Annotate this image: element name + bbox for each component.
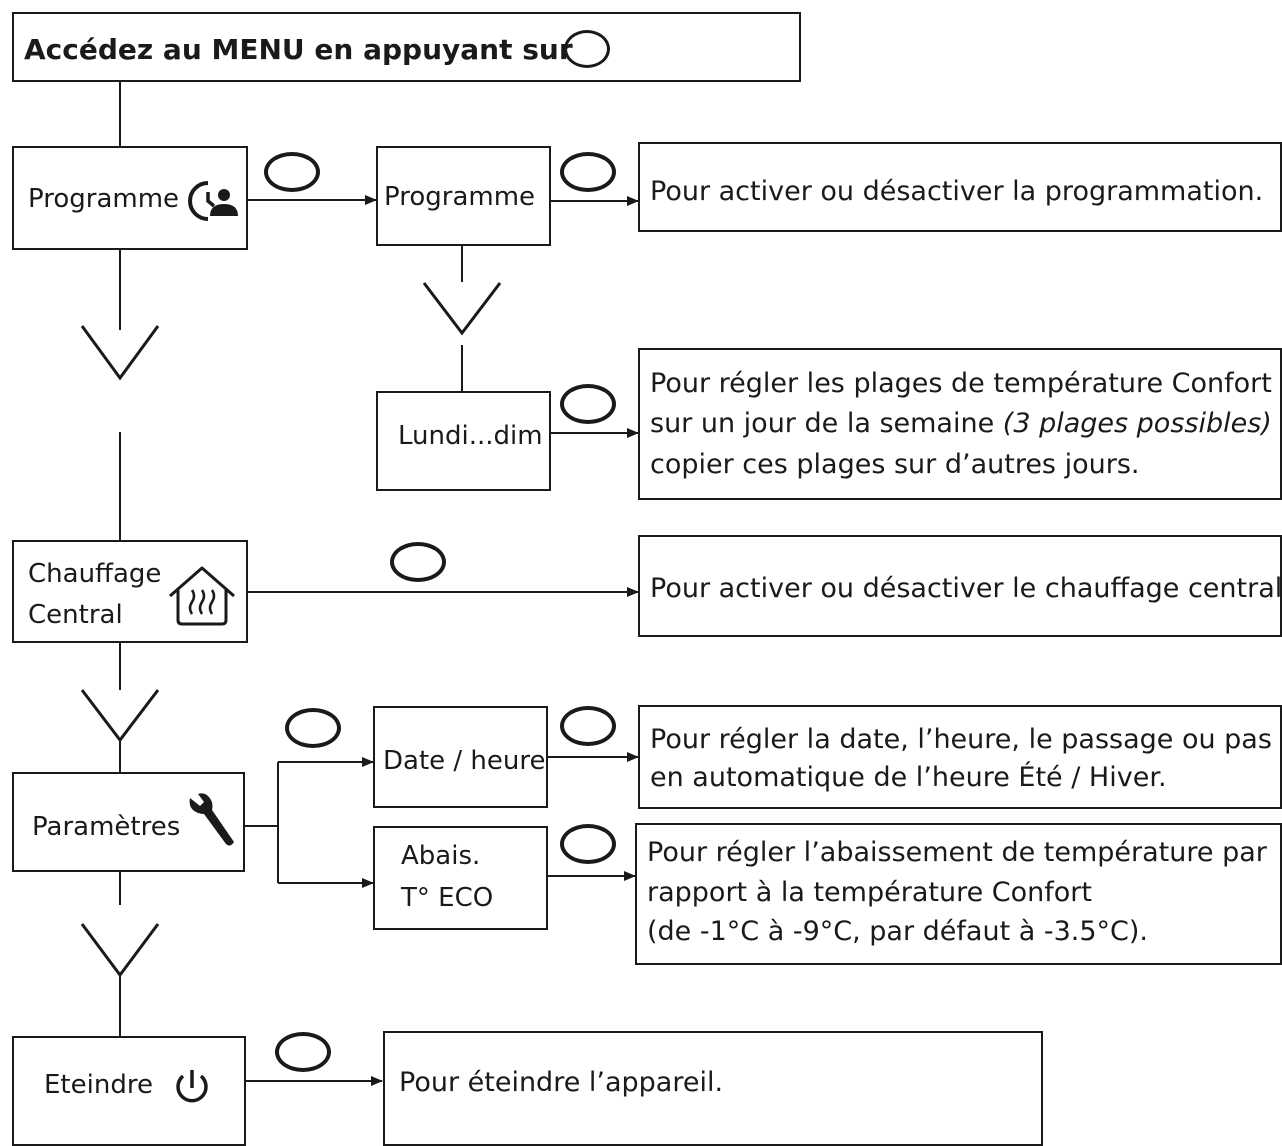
description-text: rapport à la température Confort <box>647 877 1092 908</box>
description-text: Pour activer ou désactiver la programmat… <box>650 176 1264 207</box>
button-oval-icon <box>560 706 616 746</box>
power-icon <box>176 1070 208 1103</box>
submenu-lundi-dim: Lundi...dim <box>376 391 551 491</box>
menu-label-eteindre: Eteindre <box>44 1070 153 1100</box>
button-oval-icon <box>560 384 616 424</box>
description-abais: Pour régler l’abaissement de température… <box>635 823 1282 965</box>
header-text: Accédez au MENU en appuyant sur <box>24 33 573 66</box>
description-lundi: Pour régler les plages de température Co… <box>638 348 1282 500</box>
submenu-label-eco: T° ECO <box>401 883 494 913</box>
description-text: copier ces plages sur d’autres jours. <box>650 449 1140 480</box>
description-eteindre: Pour éteindre l’appareil. <box>383 1031 1043 1146</box>
chevron-down-icon <box>80 923 160 978</box>
menu-label-programme: Programme <box>28 184 180 214</box>
submenu-label-date: Date / heure <box>383 746 546 776</box>
description-text: Pour régler la date, l’heure, le passage… <box>650 724 1272 755</box>
description-programme: Pour activer ou désactiver la programmat… <box>638 142 1282 232</box>
menu-item-parametres: Paramètres <box>12 772 245 872</box>
menu-label-parametres: Paramètres <box>32 812 181 842</box>
button-oval-icon <box>390 542 446 582</box>
button-oval-icon <box>264 152 320 192</box>
chevron-down-icon <box>80 689 160 743</box>
description-chauffage: Pour activer ou désactiver le chauffage … <box>638 535 1282 637</box>
submenu-label-programme: Programme <box>384 182 536 212</box>
submenu-label-lundi: Lundi...dim <box>398 421 543 451</box>
menu-item-programme: Programme <box>12 146 248 250</box>
menu-label-chauffage: Chauffage <box>28 559 162 589</box>
description-date: Pour régler la date, l’heure, le passage… <box>638 705 1282 809</box>
menu-label-central: Central <box>28 600 123 630</box>
button-oval-icon <box>560 824 616 864</box>
chevron-down-icon <box>422 282 502 336</box>
description-text: Pour régler l’abaissement de température… <box>647 837 1267 868</box>
house-heating-icon <box>169 566 235 626</box>
description-text: Pour activer ou désactiver le chauffage … <box>650 573 1282 604</box>
button-oval-icon <box>275 1032 331 1072</box>
menu-item-eteindre: Eteindre <box>12 1036 246 1146</box>
chevron-down-icon <box>80 325 160 381</box>
clock-person-icon <box>188 181 238 221</box>
button-oval-icon <box>285 708 341 748</box>
description-text: en automatique de l’heure Été / Hiver. <box>650 762 1167 793</box>
submenu-abais-eco: Abais. T° ECO <box>373 826 548 930</box>
submenu-label-abais: Abais. <box>401 841 481 871</box>
button-oval-icon <box>560 152 616 192</box>
description-text: (de -1°C à -9°C, par défaut à -3.5°C). <box>647 916 1149 947</box>
description-text: Pour régler les plages de température Co… <box>650 368 1272 399</box>
submenu-date-heure: Date / heure <box>373 706 548 808</box>
description-text: Pour éteindre l’appareil. <box>399 1067 724 1098</box>
description-italic-text: (3 plages possibles) <box>1002 408 1272 439</box>
wrench-icon <box>189 793 234 846</box>
menu-access-header: Accédez au MENU en appuyant sur <box>12 12 801 82</box>
menu-button-oval-icon <box>564 30 610 68</box>
description-text: sur un jour de la semaine (3 plages poss… <box>650 408 1282 439</box>
menu-item-chauffage-central: Chauffage Central <box>12 540 248 643</box>
submenu-programme: Programme <box>376 146 551 246</box>
